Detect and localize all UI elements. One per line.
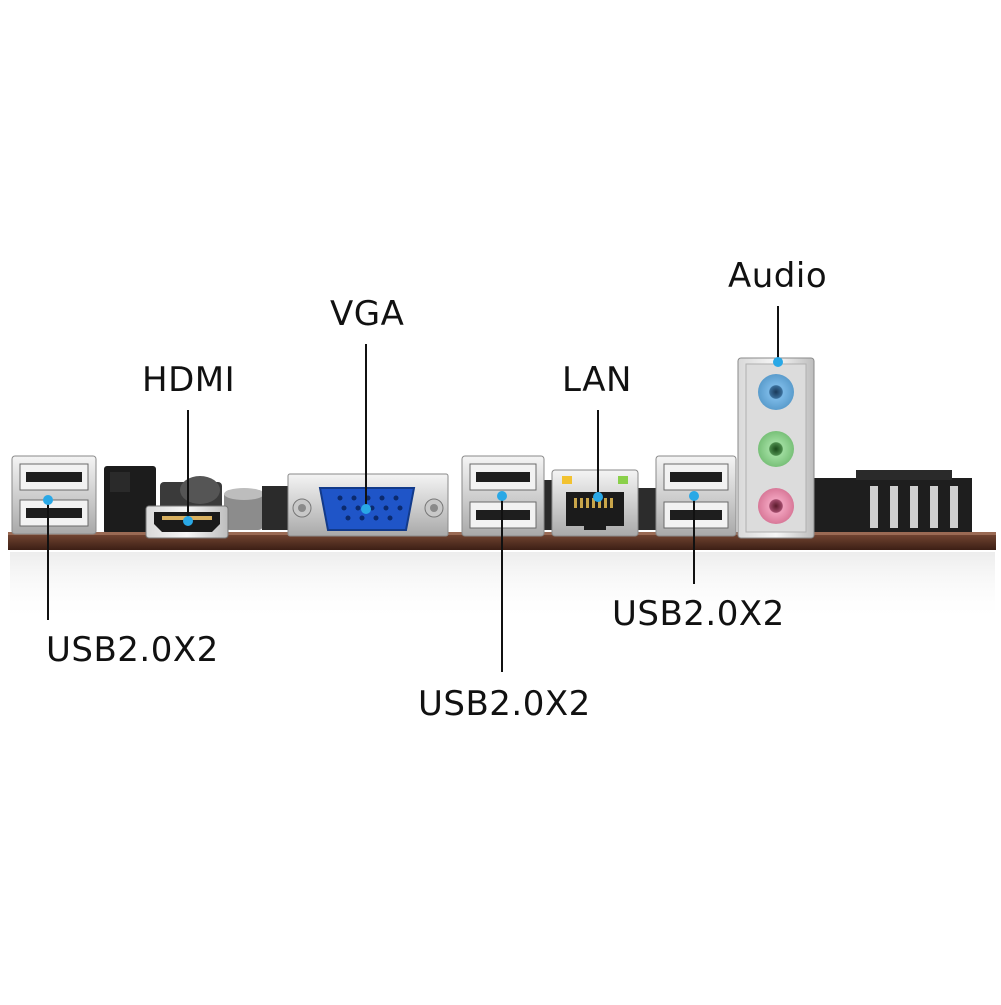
callout-dot-vga <box>361 504 371 514</box>
callout-dot-usb-right <box>689 491 699 501</box>
label-vga: VGA <box>330 294 405 334</box>
label-hdmi: HDMI <box>142 360 236 400</box>
callout-dot-usb-left <box>43 495 53 505</box>
rj45-port-icon <box>551 469 639 537</box>
usb-port-icon <box>11 455 97 535</box>
audio-jack-icon <box>737 357 815 539</box>
callout-lines <box>47 306 779 672</box>
callout-dot-usb-center <box>497 491 507 501</box>
label-lan: LAN <box>562 360 632 400</box>
label-usb-left: USB2.0X2 <box>46 630 219 670</box>
label-audio: Audio <box>728 256 828 296</box>
callout-dots <box>43 357 783 526</box>
callout-dot-audio <box>773 357 783 367</box>
board-components <box>104 466 972 538</box>
label-usb-center: USB2.0X2 <box>418 684 591 724</box>
label-usb-right: USB2.0X2 <box>612 594 785 634</box>
callout-dot-hdmi <box>183 516 193 526</box>
callout-dot-lan <box>593 492 603 502</box>
